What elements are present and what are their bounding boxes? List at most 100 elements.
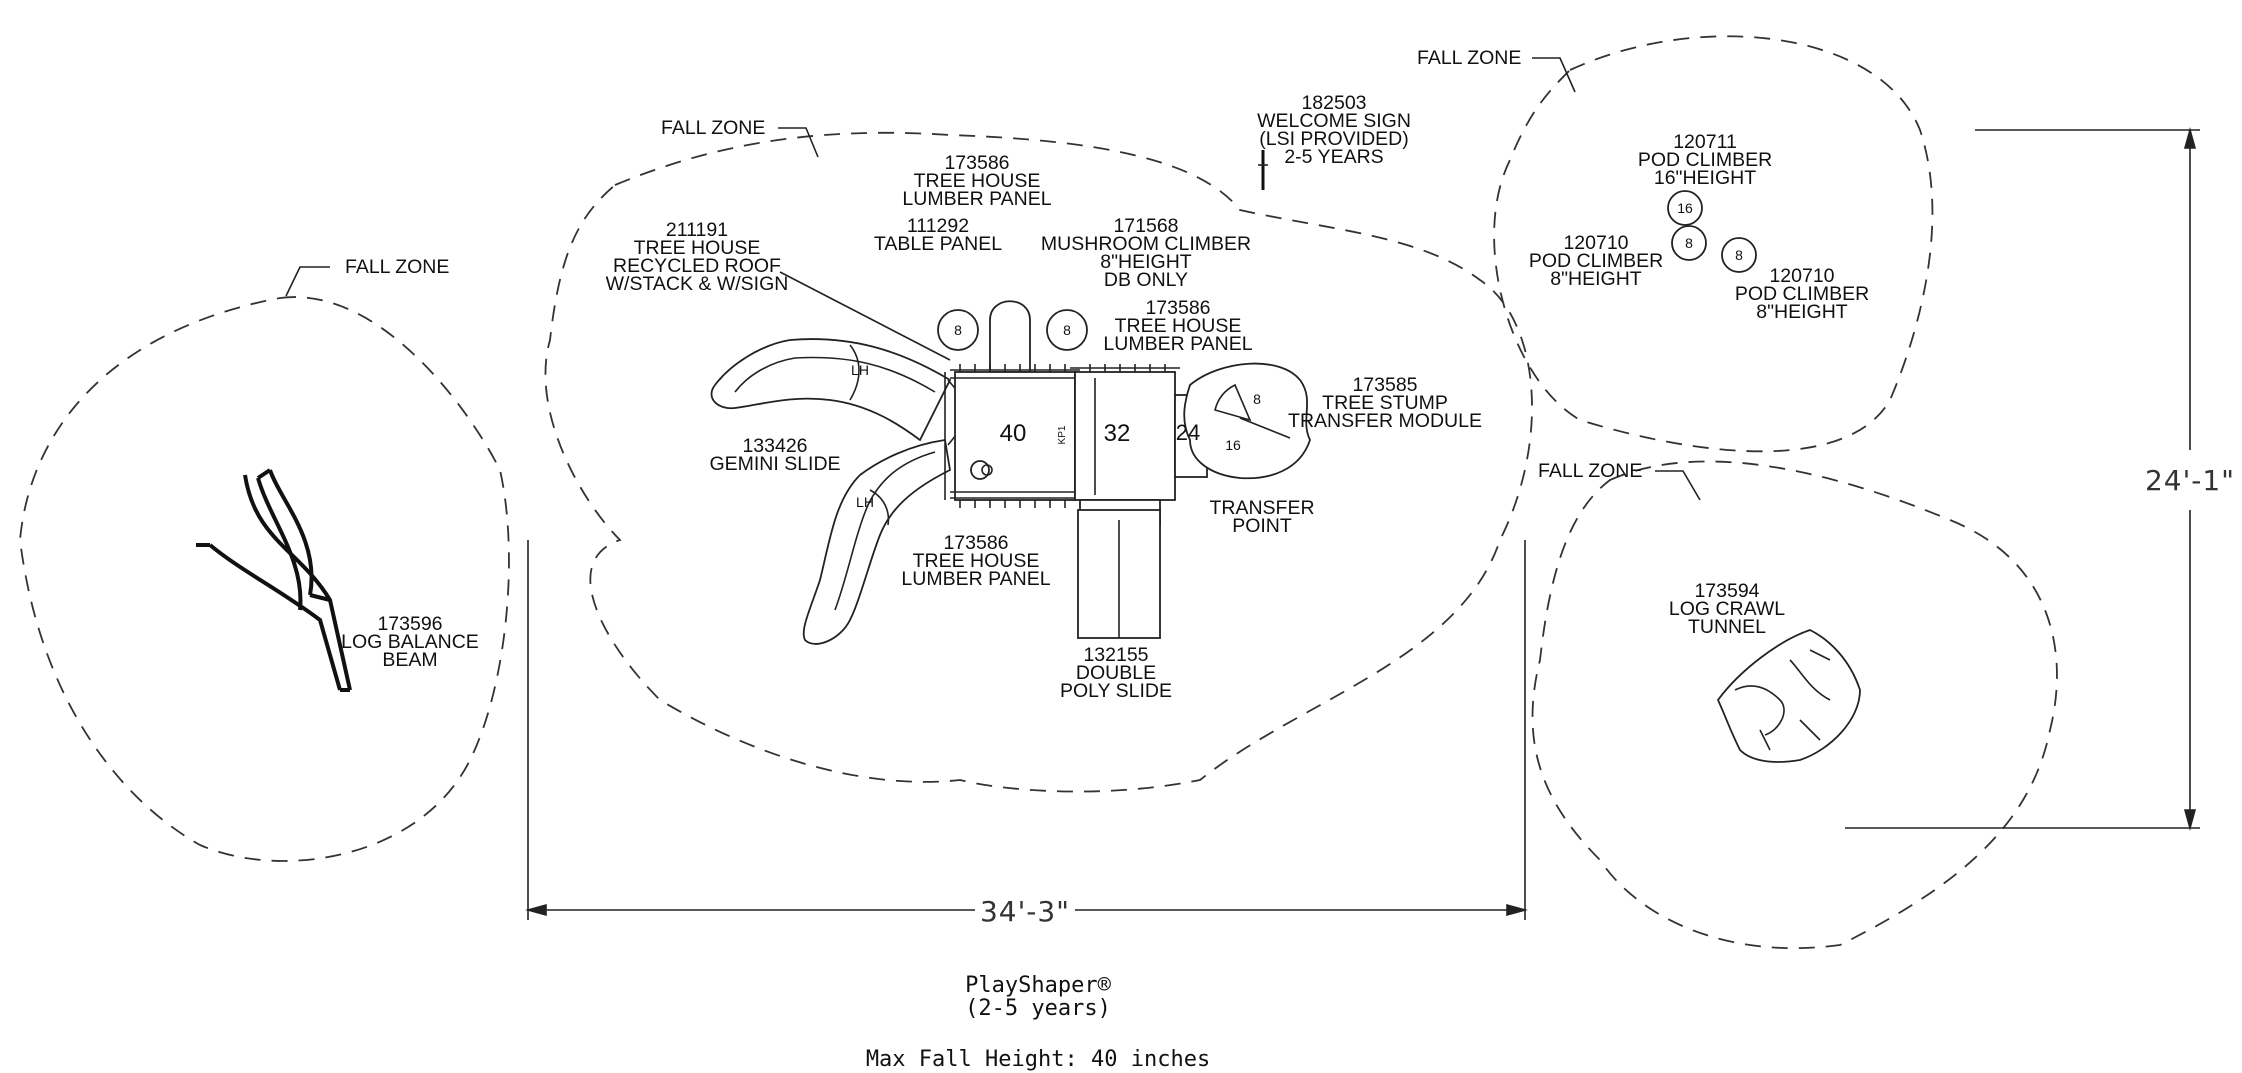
- label-line: TREE HOUSE: [634, 237, 761, 259]
- label-line: TUNNEL: [1688, 616, 1766, 638]
- label-line: GEMINI SLIDE: [709, 453, 840, 475]
- label-line: RECYCLED ROOF: [613, 255, 781, 277]
- pod-climber-16-shape: [1667, 190, 1703, 226]
- recycled-roof-label: 211191 TREE HOUSE RECYCLED ROOF W/STACK …: [606, 219, 789, 295]
- label-line: LOG CRAWL: [1669, 598, 1785, 620]
- footer-max-fall-height: Max Fall Height: 40 inches: [866, 1047, 1210, 1072]
- roof-leader: [779, 271, 951, 361]
- label-line: LUMBER PANEL: [901, 568, 1050, 590]
- climber-height-left: 8: [954, 322, 962, 338]
- mushroom-climber-label: 171568 MUSHROOM CLIMBER 8"HEIGHT DB ONLY: [1041, 215, 1251, 291]
- label-line: 2-5 YEARS: [1284, 146, 1383, 168]
- label-line: 8"HEIGHT: [1550, 268, 1642, 290]
- fall-zone-label-left: FALL ZONE: [345, 256, 449, 278]
- label-line: LUMBER PANEL: [1103, 333, 1252, 355]
- log-balance-beam-label: 173596 LOG BALANCE BEAM: [341, 613, 479, 671]
- label-line: POD CLIMBER: [1529, 250, 1663, 272]
- label-line: TRANSFER MODULE: [1288, 410, 1482, 432]
- stump-height-16: 16: [1225, 437, 1241, 453]
- welcome-sign-post: [1258, 150, 1268, 190]
- label-line: 16"HEIGHT: [1654, 167, 1756, 189]
- pod-climber-8-right-shape: [1721, 237, 1757, 273]
- fall-zone-leader-left: [285, 266, 330, 297]
- label-line: 173596: [377, 613, 442, 635]
- label-line: BEAM: [382, 649, 437, 671]
- label-line: 173586: [944, 152, 1009, 174]
- label-line: WELCOME SIGN: [1257, 110, 1411, 132]
- label-line: 173585: [1352, 374, 1417, 396]
- fall-zone-leader-pods: [1532, 57, 1576, 93]
- pod-climber-8-left-label: 120710 POD CLIMBER 8"HEIGHT: [1529, 232, 1663, 290]
- label-line: (LSI PROVIDED): [1259, 128, 1409, 150]
- stump-height-8: 8: [1253, 391, 1261, 407]
- pod-climber-16-label: 120711 POD CLIMBER 16"HEIGHT: [1638, 131, 1772, 189]
- fall-zone-left: [19, 296, 510, 862]
- label-line: DOUBLE: [1076, 662, 1156, 684]
- log-crawl-tunnel-label: 173594 LOG CRAWL TUNNEL: [1669, 580, 1785, 638]
- tree-stump-transfer-module: [1183, 362, 1311, 480]
- label-line: 120710: [1563, 232, 1628, 254]
- pod-climber-8-left-shape: [1671, 225, 1707, 261]
- tree-stump-transfer-label: 173585 TREE STUMP TRANSFER MODULE: [1288, 374, 1482, 432]
- label-line: TREE STUMP: [1322, 392, 1448, 414]
- width-dimension-label: 34'-3": [980, 895, 1070, 928]
- pod-height-8-right: 8: [1735, 247, 1743, 263]
- label-line: W/STACK & W/SIGN: [606, 273, 789, 295]
- deck-height-24: 24: [1176, 420, 1200, 445]
- fall-zone-leader-center: [778, 127, 819, 158]
- fall-zone-center: [544, 131, 1533, 793]
- label-line: 111292: [907, 215, 969, 237]
- label-line: POD CLIMBER: [1638, 149, 1772, 171]
- gemini-slide: [710, 338, 966, 645]
- label-line: MUSHROOM CLIMBER: [1041, 233, 1251, 255]
- log-crawl-tunnel: [1716, 629, 1861, 763]
- welcome-sign-label: 182503 WELCOME SIGN (LSI PROVIDED) 2-5 Y…: [1257, 92, 1411, 168]
- transfer-point-label: TRANSFER POINT: [1209, 497, 1314, 537]
- width-dimension: [525, 540, 1528, 920]
- pod-climber-8-right-label: 120710 POD CLIMBER 8"HEIGHT: [1735, 265, 1869, 323]
- slide-hand-lower: LH: [856, 494, 874, 510]
- height-dimension: [1845, 127, 2200, 831]
- fall-zone-pod-climbers: [1493, 35, 1934, 453]
- label-line: POINT: [1232, 515, 1292, 537]
- label-line: 182503: [1301, 92, 1366, 114]
- label-line: TREE HOUSE: [1115, 315, 1242, 337]
- slide-hand-upper: LH: [851, 362, 869, 378]
- footer-age: (2-5 years): [965, 996, 1111, 1021]
- label-line: 8"HEIGHT: [1756, 301, 1848, 323]
- deck-height-40: 40: [1000, 420, 1027, 447]
- footer-product: PlayShaper®: [965, 973, 1111, 998]
- fall-zone-leader-tunnel: [1655, 470, 1701, 501]
- label-line: 173594: [1694, 580, 1759, 602]
- label-line: TREE HOUSE: [914, 170, 1041, 192]
- double-poly-slide-label: 132155 DOUBLE POLY SLIDE: [1060, 644, 1172, 702]
- label-line: POD CLIMBER: [1735, 283, 1869, 305]
- gemini-slide-label: 133426 GEMINI SLIDE: [709, 435, 840, 475]
- label-line: 120711: [1673, 131, 1737, 153]
- label-line: 171568: [1113, 215, 1178, 237]
- label-line: TRANSFER: [1209, 497, 1314, 519]
- label-line: TREE HOUSE: [913, 550, 1040, 572]
- climber-height-right: 8: [1063, 322, 1071, 338]
- deck-height-32: 32: [1104, 420, 1131, 447]
- pod-height-16: 16: [1677, 200, 1693, 216]
- table-panel-label: 111292 TABLE PANEL: [874, 215, 1002, 255]
- label-line: 8"HEIGHT: [1100, 251, 1192, 273]
- fall-zone-label-center: FALL ZONE: [661, 117, 765, 139]
- label-line: DB ONLY: [1104, 269, 1188, 291]
- lumber-panel-mid-label: 173586 TREE HOUSE LUMBER PANEL: [1103, 297, 1252, 355]
- label-line: 211191: [666, 219, 728, 241]
- pod-height-8-left: 8: [1685, 235, 1693, 251]
- lumber-panel-bottom-label: 173586 TREE HOUSE LUMBER PANEL: [901, 532, 1050, 590]
- fall-zone-label-tunnel: FALL ZONE: [1538, 460, 1642, 482]
- label-line: 173586: [943, 532, 1008, 554]
- kp-mark: KP1: [1057, 425, 1068, 444]
- label-line: LOG BALANCE: [341, 631, 479, 653]
- lumber-panel-top-label: 173586 TREE HOUSE LUMBER PANEL: [902, 152, 1051, 210]
- height-dimension-label: 24'-1": [2145, 464, 2235, 497]
- label-line: 173586: [1145, 297, 1210, 319]
- fall-zone-label-pods: FALL ZONE: [1417, 47, 1521, 69]
- fall-zone-crawl-tunnel: [1531, 460, 2058, 949]
- label-line: TABLE PANEL: [874, 233, 1002, 255]
